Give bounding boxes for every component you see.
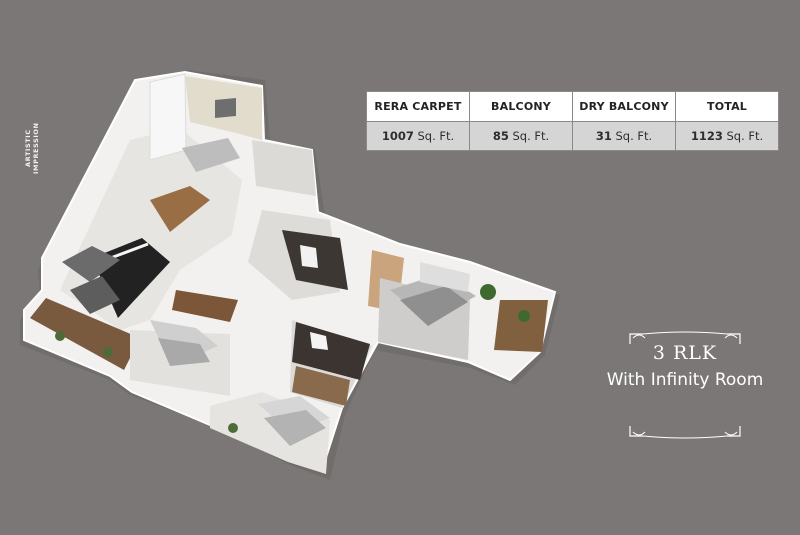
- area-table-header-row: RERA CARPET BALCONY DRY BALCONY TOTAL: [366, 91, 779, 122]
- value-total: 1123 Sq. Ft.: [675, 121, 779, 151]
- kitchen-art: [215, 98, 236, 118]
- unit-type-subtitle: With Infinity Room: [606, 370, 764, 390]
- header-dry-balcony: DRY BALCONY: [572, 91, 676, 122]
- header-rera-carpet: RERA CARPET: [366, 91, 470, 122]
- area-table: RERA CARPET BALCONY DRY BALCONY TOTAL 10…: [366, 91, 779, 151]
- value-rera-carpet: 1007 Sq. Ft.: [366, 121, 470, 151]
- header-total: TOTAL: [675, 91, 779, 122]
- ornamental-frame-icon: [629, 331, 741, 439]
- value-balcony: 85 Sq. Ft.: [469, 121, 573, 151]
- value-dry-balcony: 31 Sq. Ft.: [572, 121, 676, 151]
- living-sofa: [62, 246, 120, 282]
- unit-type-badge: 3 RLK With Infinity Room: [575, 330, 795, 440]
- balcony-right: [494, 300, 548, 352]
- dining-table: [150, 186, 210, 232]
- area-table-value-row: 1007 Sq. Ft. 85 Sq. Ft. 31 Sq. Ft. 1123 …: [366, 121, 779, 151]
- unit-type-title: 3 RLK: [652, 342, 718, 364]
- header-balcony: BALCONY: [469, 91, 573, 122]
